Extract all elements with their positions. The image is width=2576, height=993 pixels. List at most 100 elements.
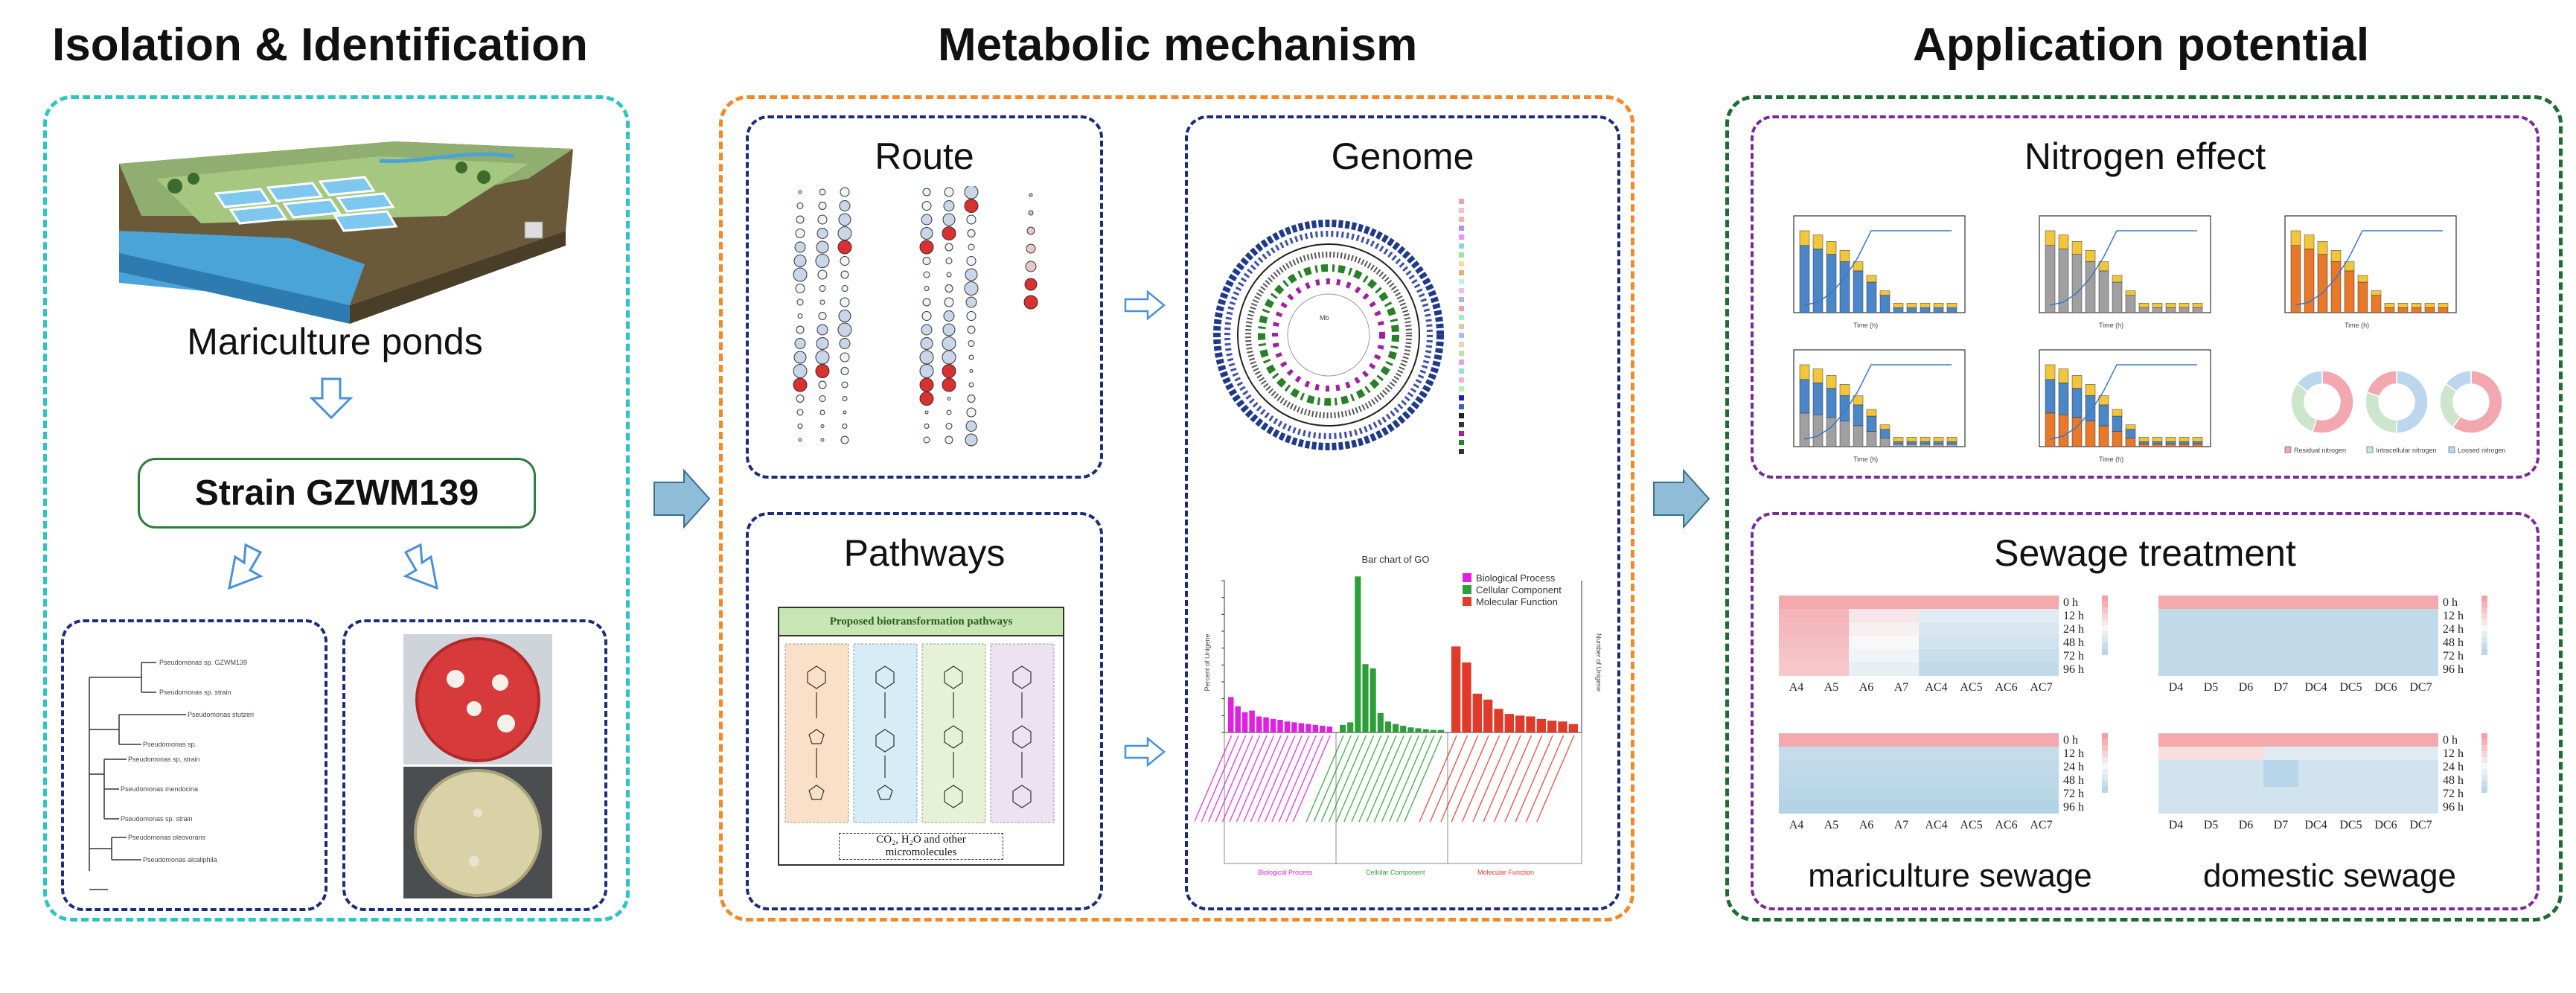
go-bar <box>1558 721 1567 732</box>
go-axis-left-label: Percent of Unigene <box>1204 633 1211 691</box>
route-bubble <box>793 267 808 282</box>
heatmap-cell <box>1779 622 1814 636</box>
route-bubble <box>816 228 828 239</box>
route-bubble <box>837 240 852 255</box>
nitrogen-bar <box>2085 395 2096 421</box>
nitrogen-bar <box>2192 307 2203 313</box>
heatmap-time-label: 72 h <box>2063 788 2084 800</box>
route-bubble <box>969 369 974 373</box>
nitrogen-bar <box>2397 303 2409 308</box>
heatmap-time-label: 72 h <box>2443 788 2464 800</box>
heatmap-cell <box>1814 649 1849 662</box>
heatmap-cell <box>2158 609 2193 622</box>
mariculture-ponds-illustration <box>119 141 573 324</box>
pathway-diagram-footer: CO₂, H₂O and other micromolecules <box>839 833 1003 860</box>
route-bubble <box>964 186 979 199</box>
nitrogen-bar <box>2438 303 2449 308</box>
pathways-title: Pathways <box>843 532 1006 574</box>
nitrogen-bar <box>1920 303 1931 308</box>
route-bubble <box>793 377 808 392</box>
heatmap-cell <box>1779 800 1814 814</box>
heatmap-cell <box>1954 733 1989 747</box>
heatmap-cell <box>2333 787 2368 800</box>
donut-slice <box>2444 370 2472 392</box>
heatmap-cell <box>1884 662 1919 676</box>
branch-arrow-right-icon <box>403 543 438 590</box>
nitrogen-bar <box>1866 431 1877 447</box>
heatmap-cell <box>2368 596 2403 609</box>
nitrogen-od-line <box>2049 230 2197 306</box>
heatmap-time-label: 12 h <box>2443 747 2464 760</box>
heatmap-cell <box>2368 649 2403 662</box>
go-category-label-line <box>1525 735 1565 823</box>
nitrogen-bar <box>2112 409 2123 417</box>
route-bubble <box>919 350 934 365</box>
heatmap-scale-cell <box>2102 745 2108 751</box>
go-bar <box>1277 720 1283 732</box>
go-legend-molecular: Molecular Function <box>1476 596 1558 607</box>
heatmap-cell <box>2158 649 2193 662</box>
go-axis-right-label: Number of Unigene <box>1595 633 1602 692</box>
heatmap-scale-cell <box>2102 643 2108 649</box>
nitrogen-bar <box>1853 261 1864 272</box>
heatmap-scale-cell <box>2102 775 2108 781</box>
nitrogen-bar <box>1826 388 1837 418</box>
donut-legend-label: Loosed nitrogen <box>2458 447 2506 454</box>
nitrogen-chart-frame <box>1793 215 1966 313</box>
nitrogen-charts: Time (h)Time (h)Time (h)Time (h)Time (h)… <box>1793 215 2506 463</box>
heatmap-cell <box>1919 760 1954 773</box>
route-bubble <box>945 258 953 264</box>
heatmap-cell <box>2193 760 2228 773</box>
heatmap-cell <box>2228 800 2263 814</box>
heatmap-time-label: 12 h <box>2443 610 2464 622</box>
heatmap-cell <box>2298 760 2333 773</box>
route-bubble <box>921 214 933 226</box>
heatmap-scale-cell <box>2481 649 2487 655</box>
heatmap-cell <box>1884 800 1919 814</box>
heatmap-cell <box>2193 609 2228 622</box>
heatmap-cell <box>2263 636 2298 649</box>
heatmap-time-label: 48 h <box>2443 774 2464 787</box>
heatmap-cell <box>1989 800 2024 814</box>
nitrogen-bar <box>1933 307 1944 313</box>
heatmap-cell <box>2333 649 2368 662</box>
heatmap-cell <box>1779 596 1814 609</box>
nitrogen-bar <box>2165 441 2176 444</box>
heatmap-cell <box>1814 596 1849 609</box>
heatmap-cell <box>2403 787 2438 800</box>
heatmap-cell <box>1779 760 1814 773</box>
heatmap-cell <box>1954 760 1989 773</box>
nitrogen-bar <box>2165 303 2176 308</box>
heatmap-cell <box>1884 733 1919 747</box>
heatmap-sample-label: AC6 <box>1995 819 2017 831</box>
heatmap-cell <box>2333 760 2368 773</box>
heatmap-cell <box>1989 787 2024 800</box>
route-bubble <box>820 424 825 428</box>
svg-text:Pseudomonas stutzeri: Pseudomonas stutzeri <box>188 711 254 718</box>
go-category-label-line <box>1515 735 1553 823</box>
heatmap-scale-cell <box>2481 745 2487 751</box>
go-category-label-line <box>1335 735 1375 823</box>
route-bubble <box>793 255 807 267</box>
go-bar <box>1320 725 1326 732</box>
go-bar <box>1568 724 1578 732</box>
heatmap-time-label: 96 h <box>2063 663 2084 676</box>
go-category-label-line <box>1388 735 1428 823</box>
route-bubble <box>794 241 806 253</box>
heatmap-scale-cell <box>2102 733 2108 739</box>
heatmap-cell <box>1884 622 1919 636</box>
heatmap-cell <box>2298 787 2333 800</box>
go-bar <box>1384 721 1391 732</box>
heatmap-cell <box>2298 747 2333 760</box>
nitrogen-bar <box>2192 441 2203 444</box>
heatmap-cell <box>1954 596 1989 609</box>
nitrogen-bar <box>2058 414 2069 447</box>
heatmap-cell <box>2158 747 2193 760</box>
go-bar <box>1400 725 1407 732</box>
route-bubble <box>966 256 977 266</box>
nitrogen-chart-frame <box>2039 349 2211 447</box>
down-arrow-icon <box>309 377 354 420</box>
heatmap-cell <box>1849 636 1884 649</box>
heatmap-cell <box>2024 622 2059 636</box>
nitrogen-bar <box>2304 234 2315 249</box>
